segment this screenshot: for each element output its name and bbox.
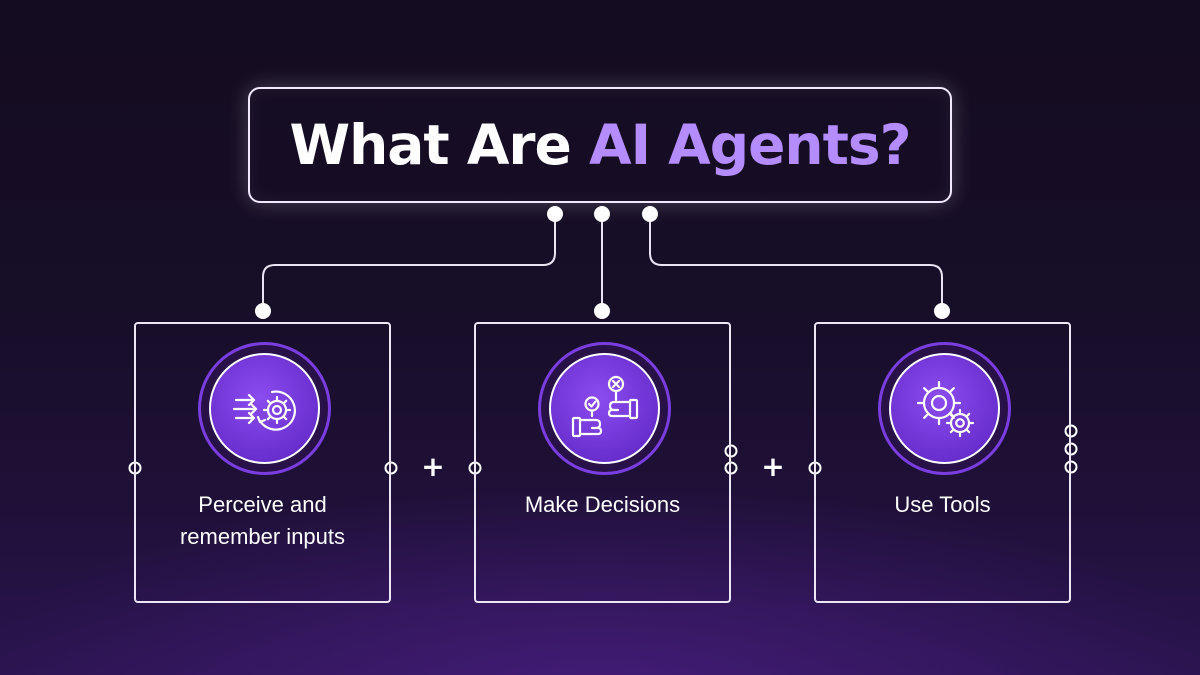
title-box: What Are AI Agents?: [248, 87, 952, 203]
card-3-port-right-bottom: [1064, 460, 1078, 474]
card-1-port-top: [255, 303, 271, 319]
plus-operator-1: +: [421, 450, 445, 483]
connector-left: [262, 214, 556, 311]
card-1-icon-disc: [209, 353, 320, 464]
perceive-gear-icon: [232, 390, 296, 431]
card-2-port-right-upper: [724, 444, 738, 458]
card-2-icon-disc: [549, 353, 660, 464]
card-3-icon-disc: [889, 353, 1000, 464]
plus-operator-2: +: [761, 450, 785, 483]
title-port-left: [547, 206, 563, 222]
card-3-port-top: [934, 303, 950, 319]
card-1-port-right: [384, 461, 398, 475]
connector-right: [649, 214, 943, 311]
title-port-center: [594, 206, 610, 222]
card-3-port-right-middle: [1064, 442, 1078, 456]
card-1-icon-ring: [198, 342, 331, 475]
card-3-port-right-top: [1064, 424, 1078, 438]
card-2-port-top: [594, 303, 610, 319]
card-2-port-right-lower: [724, 461, 738, 475]
card-perceive: Perceive and remember inputs: [134, 322, 391, 603]
card-2-icon-ring: [538, 342, 671, 475]
card-1-label: Perceive and remember inputs: [179, 492, 346, 549]
title-port-right: [642, 206, 658, 222]
title-prefix: What Are: [289, 113, 589, 177]
page-title: What Are AI Agents?: [289, 113, 912, 177]
card-tools: Use Tools: [814, 322, 1071, 603]
decision-hands-icon: [571, 375, 638, 437]
card-2-label: Make Decisions: [524, 492, 681, 517]
card-decisions: Make Decisions: [474, 322, 731, 603]
gears-tools-icon: [916, 380, 974, 437]
card-3-label: Use Tools: [894, 492, 991, 517]
title-highlight: AI Agents?: [589, 113, 912, 177]
card-3-icon-ring: [878, 342, 1011, 475]
